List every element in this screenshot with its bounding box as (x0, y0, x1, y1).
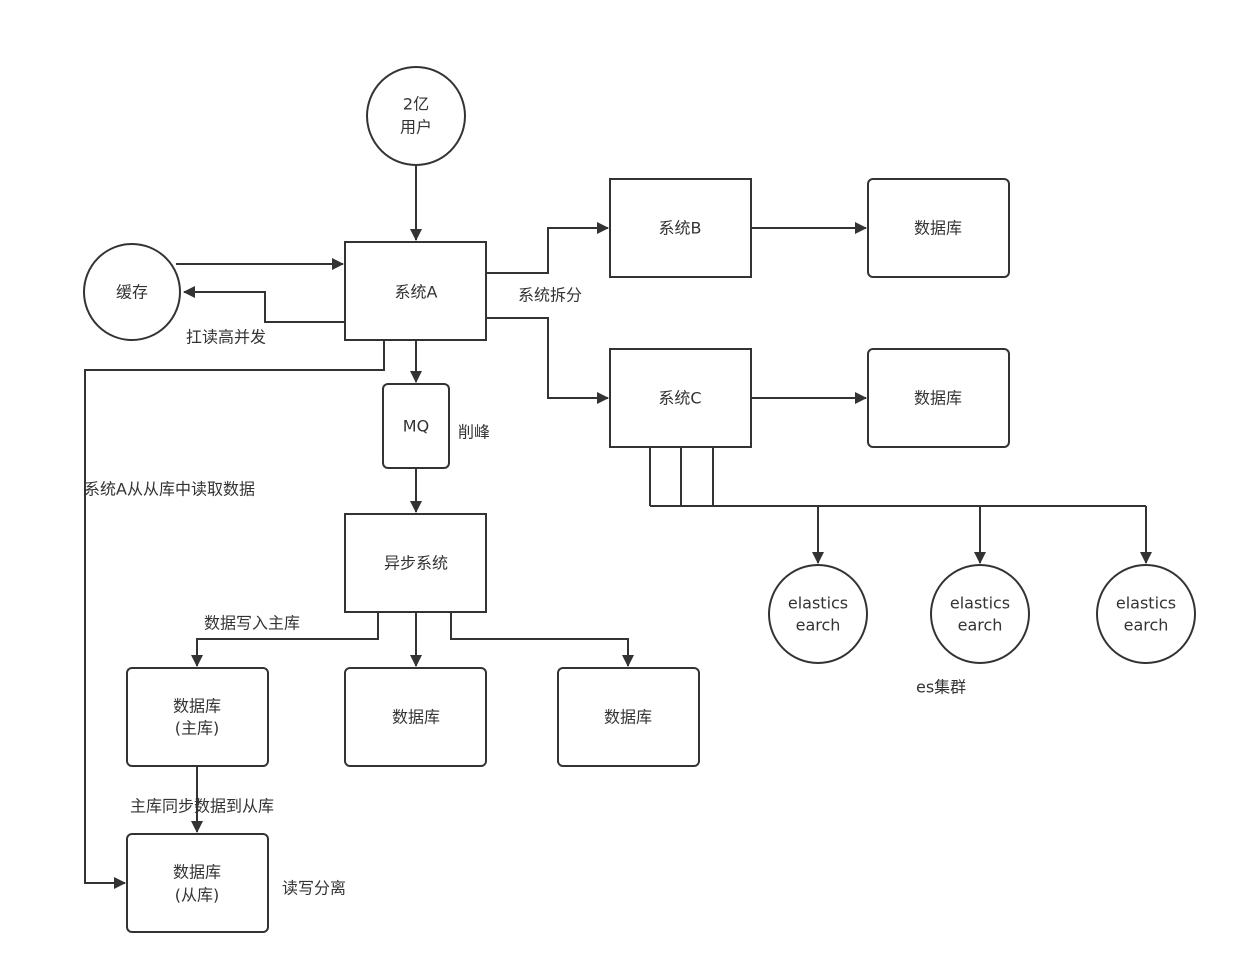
node-async-system[interactable]: 异步系统 (344, 513, 487, 613)
node-db-slave-line-2: (从库) (175, 886, 220, 905)
node-mq[interactable]: MQ (382, 383, 450, 469)
node-db-master-line-1: 数据库 (173, 697, 221, 716)
node-system-b-label: 系统B (659, 219, 702, 238)
label-write-master: 数据写入主库 (204, 614, 300, 633)
label-high-concurrency: 扛读高并发 (186, 328, 266, 347)
node-es-1-line-2: earch (796, 616, 841, 635)
edge-async-to-db-3 (450, 612, 634, 667)
edge-system-a-to-cache (183, 286, 345, 323)
node-es-1[interactable]: elastics earch (768, 564, 868, 664)
node-async-system-label: 异步系统 (384, 554, 448, 573)
node-es-3[interactable]: elastics earch (1096, 564, 1196, 664)
label-read-from-slave: 系统A从从库中读取数据 (84, 480, 255, 499)
node-db-async-3-label: 数据库 (604, 708, 652, 727)
edges (84, 166, 1152, 889)
node-db-slave[interactable]: 数据库 (从库) (126, 833, 269, 933)
node-es-3-line-1: elastics (1116, 594, 1176, 613)
node-db-async-3[interactable]: 数据库 (557, 667, 700, 767)
node-system-a-label: 系统A (395, 283, 438, 302)
node-es-2[interactable]: elastics earch (930, 564, 1030, 664)
node-system-c-label: 系统C (658, 389, 701, 408)
node-db-b-label: 数据库 (914, 219, 962, 238)
node-db-async-2-label: 数据库 (392, 708, 440, 727)
label-read-write-split: 读写分离 (282, 879, 346, 898)
node-system-b[interactable]: 系统B (609, 178, 752, 278)
node-users-line-2: 用户 (400, 118, 432, 137)
node-system-a[interactable]: 系统A (344, 241, 487, 341)
node-db-master[interactable]: 数据库 (主库) (126, 667, 269, 767)
node-db-slave-line-1: 数据库 (173, 863, 221, 882)
edge-system-a-to-system-c (487, 317, 609, 404)
edge-system-a-to-system-b (487, 222, 609, 274)
node-system-c[interactable]: 系统C (609, 348, 752, 448)
edge-system-c-es-bus (649, 447, 1146, 507)
label-es-cluster: es集群 (916, 678, 966, 697)
node-es-2-line-1: elastics (950, 594, 1010, 613)
node-db-c[interactable]: 数据库 (867, 348, 1010, 448)
node-users[interactable]: 2亿 用户 (366, 66, 466, 166)
node-db-master-line-2: (主库) (175, 719, 220, 738)
node-es-1-line-1: elastics (788, 594, 848, 613)
edge-system-a-to-db-slave (84, 341, 385, 889)
node-cache[interactable]: 缓存 (83, 243, 181, 341)
label-system-split: 系统拆分 (518, 286, 582, 305)
edge-async-to-db-master (191, 612, 379, 667)
label-sync-master-slave: 主库同步数据到从库 (130, 797, 274, 816)
node-es-2-line-2: earch (958, 616, 1003, 635)
node-db-c-label: 数据库 (914, 389, 962, 408)
node-mq-label: MQ (403, 417, 429, 436)
node-db-async-2[interactable]: 数据库 (344, 667, 487, 767)
node-db-b[interactable]: 数据库 (867, 178, 1010, 278)
node-es-3-line-2: earch (1124, 616, 1169, 635)
node-cache-label: 缓存 (116, 283, 148, 302)
node-users-line-1: 2亿 (403, 95, 429, 114)
label-peak-shaving: 削峰 (458, 423, 490, 442)
